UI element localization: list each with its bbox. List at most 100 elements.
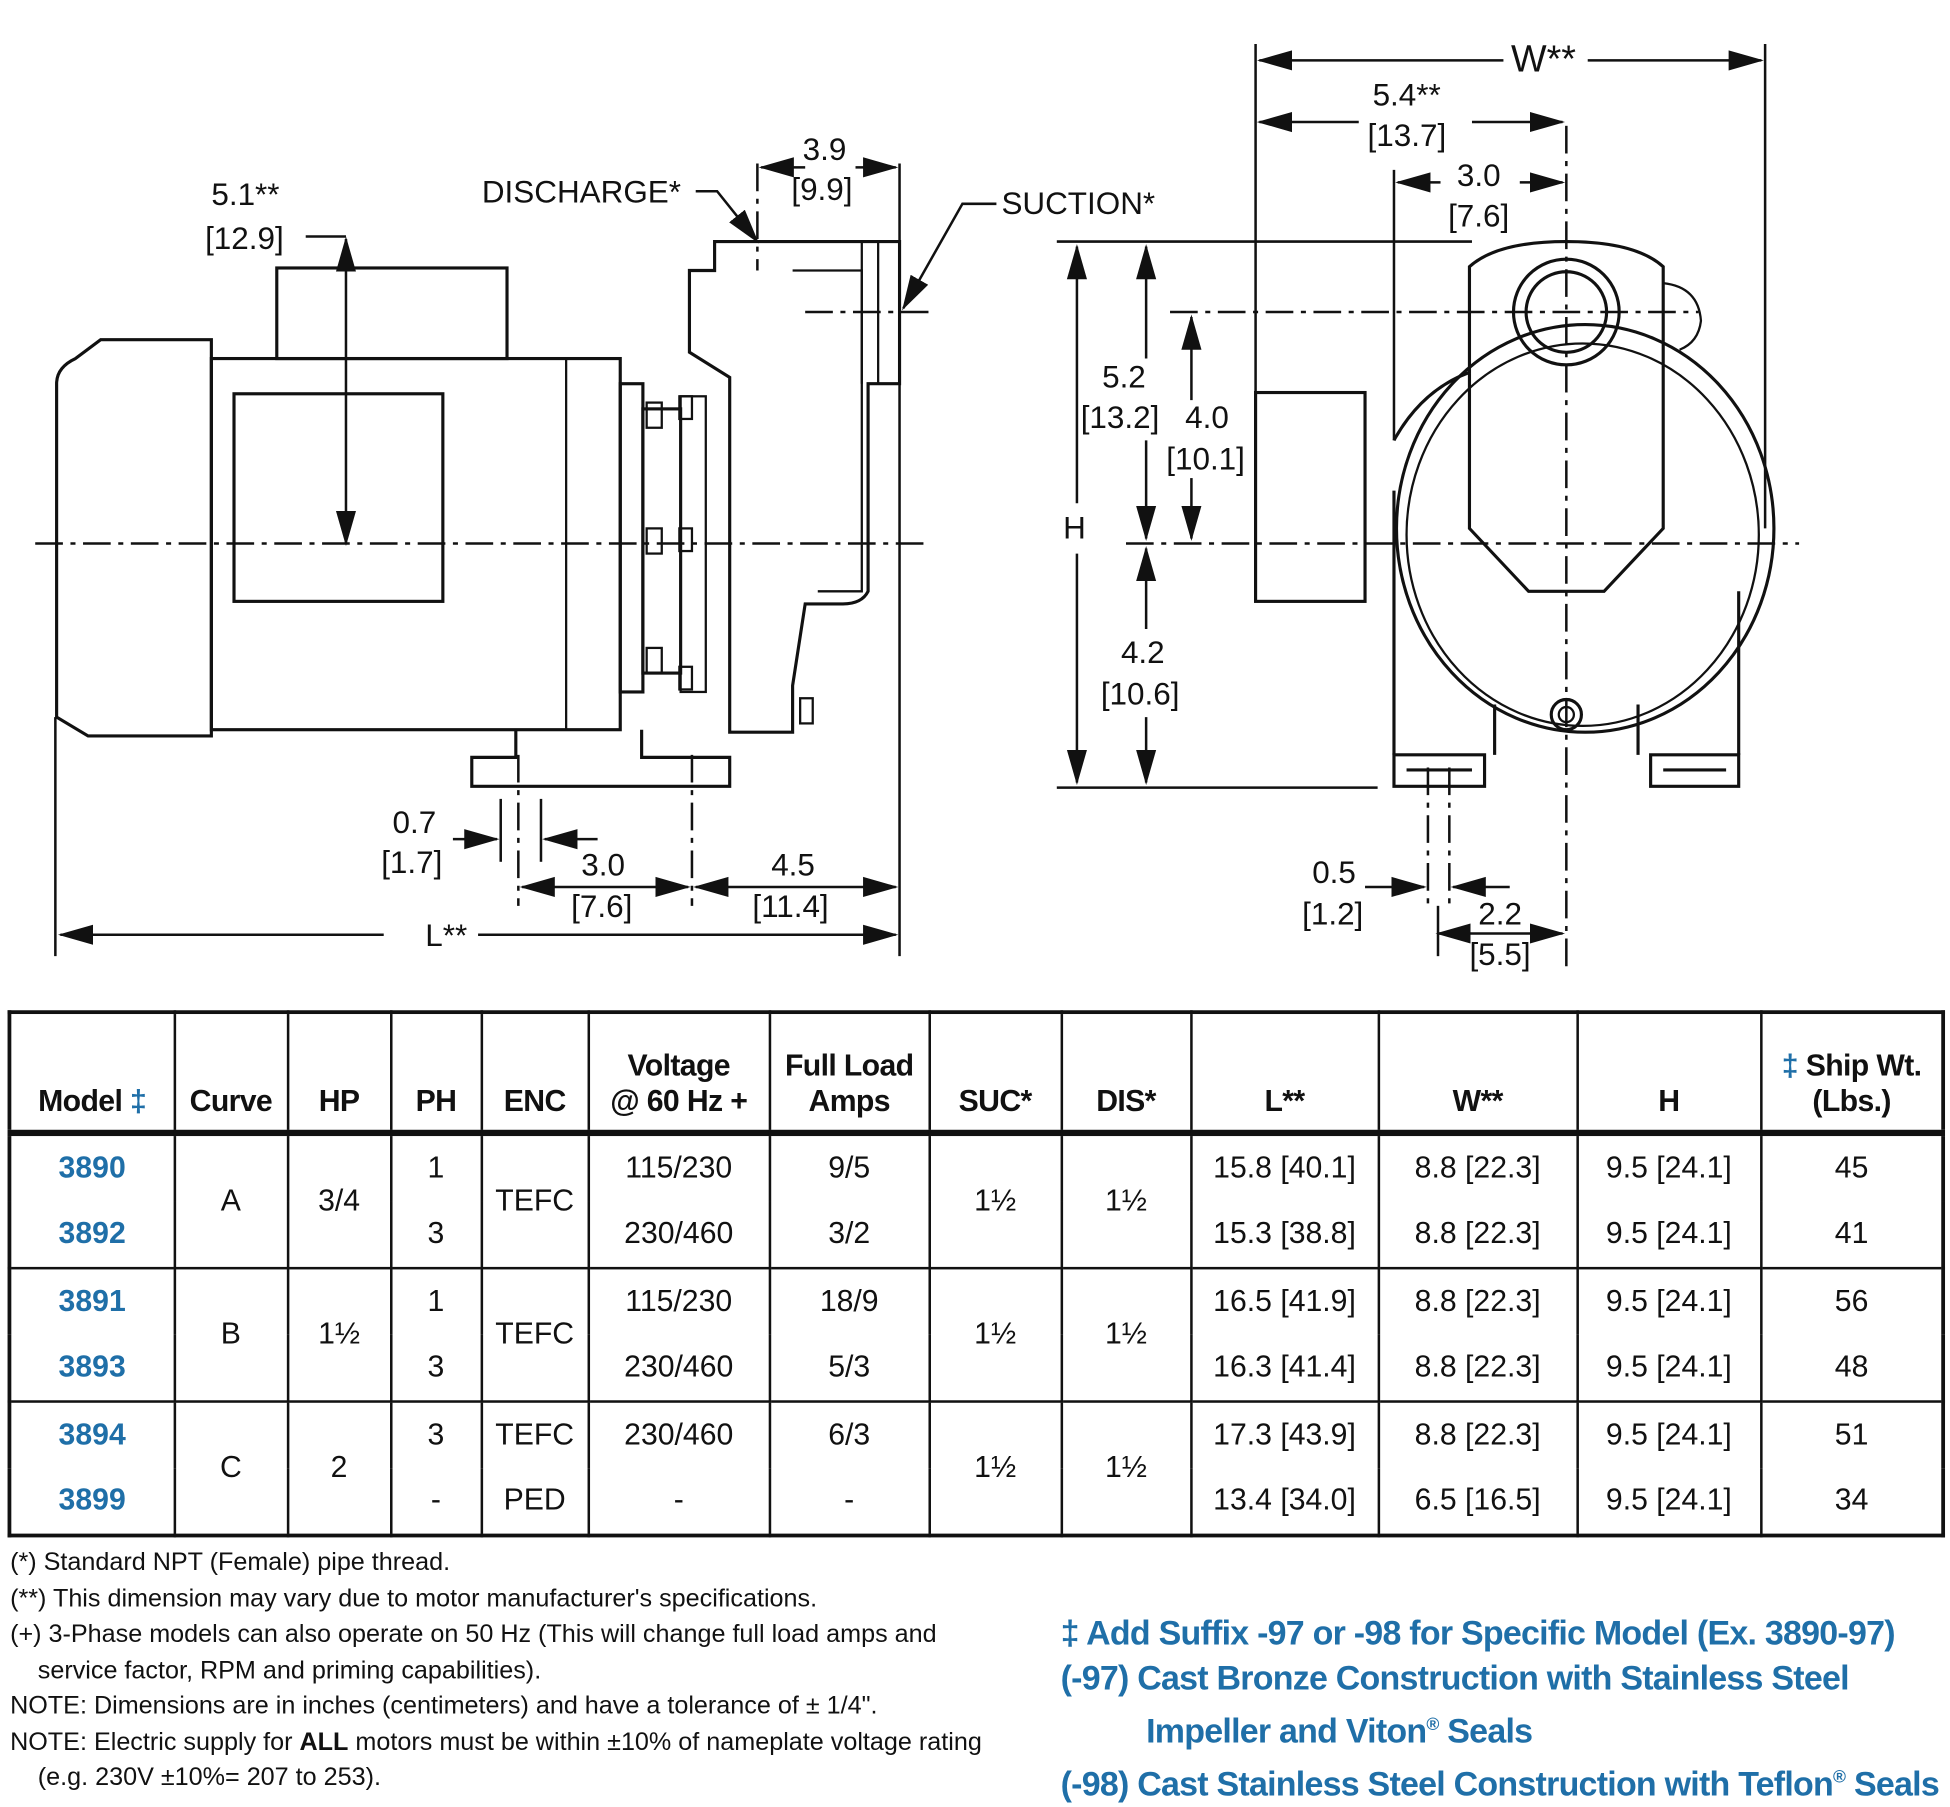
enc-cell: TEFC [479,1132,590,1270]
suc-cell: 1½ [927,1401,1063,1537]
discharge-label: DISCHARGE* [482,175,681,210]
note-dimension: (**) This dimension may vary due to moto… [10,1584,818,1613]
fla-cell: 18/9 [768,1268,931,1335]
col-model: Model ‡ [8,1010,176,1135]
dim-4-5: 4.5 [771,848,815,883]
l-cell: 15.3 [38.8] [1189,1201,1380,1270]
dim-0-5: 0.5 [1312,855,1356,890]
dim-4-5-cm: [11.4] [752,889,828,924]
voltage-cell: 230/460 [586,1334,771,1403]
voltage-cell: 230/460 [586,1401,771,1469]
voltage-cell: - [586,1468,771,1537]
dim-5-4: 5.4** [1373,78,1441,113]
ship-wt-cell: 51 [1759,1401,1945,1469]
hp-cell: 3/4 [286,1132,392,1270]
suction-label: SUCTION* [1001,186,1155,221]
curve-cell: B [172,1268,289,1403]
col-enc: ENC [479,1010,590,1135]
model-cell: 3891 [8,1268,176,1335]
suc-cell: 1½ [927,1132,1063,1270]
foot-right [1649,753,1741,788]
fla-cell: 9/5 [768,1132,931,1202]
model-cell: 3894 [8,1401,176,1469]
ph-cell: 3 [389,1201,483,1270]
fla-cell: 3/2 [768,1201,931,1270]
dim-L: L** [425,918,467,953]
note-3phase: (+) 3-Phase models can also operate on 5… [10,1620,937,1649]
fla-cell: 5/3 [768,1334,931,1403]
suffix-97: (-97) Cast Bronze Construction with Stai… [1060,1659,1850,1698]
side-view: 5.1** [12.9] DISCHARGE* 3.9 [9.9] SUCTIO… [35,132,1155,957]
hp-cell: 1½ [286,1268,392,1403]
ship-wt-cell: 45 [1759,1132,1945,1202]
dim-W: W** [1511,38,1576,80]
suffix-info: ‡ Add Suffix -97 or -98 for Specific Mod… [1060,1610,1940,1806]
ph-cell: 1 [389,1268,483,1335]
dis-cell: 1½ [1059,1268,1193,1403]
motor-end [1254,390,1367,603]
fan-cover [55,338,213,738]
col-l: L** [1189,1010,1380,1135]
dim-5-2-cm: [13.2] [1081,400,1160,435]
l-cell: 13.4 [34.0] [1189,1468,1380,1537]
col-ph: PH [389,1010,483,1135]
dim-5-1-cm: [12.9] [205,221,284,256]
col-hp: HP [286,1010,392,1135]
ph-cell: 3 [389,1401,483,1469]
fla-cell: 6/3 [768,1401,931,1469]
model-cell: 3893 [8,1334,176,1403]
voltage-cell: 115/230 [586,1132,771,1202]
nameplate [232,392,445,603]
hp-cell: 2 [286,1401,392,1537]
motor-body [209,356,622,732]
curve-cell: C [172,1401,289,1537]
note-npt: (*) Standard NPT (Female) pipe thread. [10,1548,451,1577]
pump-dimension-drawing: 5.1** [12.9] DISCHARGE* 3.9 [9.9] SUCTIO… [35,38,1800,972]
voltage-cell: 230/460 [586,1201,771,1270]
fla-cell: - [768,1468,931,1537]
note-tolerance: NOTE: Dimensions are in inches (centimet… [10,1692,878,1720]
suffix-98: (-98) Cast Stainless Steel Construction … [1060,1765,1940,1803]
dim-3-0-front-cm: [7.6] [1448,198,1509,233]
w-cell: 8.8 [22.3] [1376,1201,1579,1270]
col-voltage: Voltage@ 60 Hz + [586,1010,771,1135]
front-view: W** 5.4** [13.7] 3.0 [7.6] 5.2 [13.2] 4.… [1056,38,1800,972]
l-cell: 16.5 [41.9] [1189,1268,1380,1335]
table-header: Model ‡ Curve HP PH ENC Voltage@ 60 Hz +… [8,1010,1945,1135]
l-cell: 15.8 [40.1] [1189,1132,1380,1202]
volute [1394,323,1776,734]
foot-left [1392,753,1487,788]
h-cell: 9.5 [24.1] [1575,1132,1762,1202]
suffix-97-cont: Impeller and Viton® Seals [1146,1712,1533,1751]
enc-cell: TEFC [479,1268,590,1403]
col-ship-wt: ‡ Ship Wt.(Lbs.) [1759,1010,1945,1135]
ph-cell: 1 [389,1132,483,1202]
enc-cell: TEFC [479,1401,590,1469]
col-curve: Curve [172,1010,289,1135]
dim-5-2: 5.2 [1102,359,1146,394]
dim-H: H [1063,510,1086,545]
dim-0-7-cm: [1.7] [381,845,442,880]
dim-3-0-front: 3.0 [1457,158,1501,193]
dim-4-0: 4.0 [1185,400,1229,435]
ship-wt-cell: 56 [1759,1268,1945,1335]
suc-cell: 1½ [927,1268,1063,1403]
dim-2-2-cm: [5.5] [1469,937,1530,972]
dim-2-2: 2.2 [1478,897,1522,932]
note-electric: NOTE: Electric supply for ALL motors mus… [10,1728,982,1756]
dis-cell: 1½ [1059,1401,1193,1537]
model-cell: 3892 [8,1201,176,1270]
col-dis: DIS* [1059,1010,1193,1135]
table-row: 3899-PED--13.4 [34.0]6.5 [16.5]9.5 [24.1… [8,1468,1945,1537]
ph-cell: - [389,1468,483,1537]
model-cell: 3890 [8,1132,176,1202]
ph-cell: 3 [389,1334,483,1403]
h-cell: 9.5 [24.1] [1575,1268,1762,1335]
suffix-line: ‡ Add Suffix -97 or -98 for Specific Mod… [1060,1614,1896,1652]
dis-cell: 1½ [1059,1132,1193,1270]
